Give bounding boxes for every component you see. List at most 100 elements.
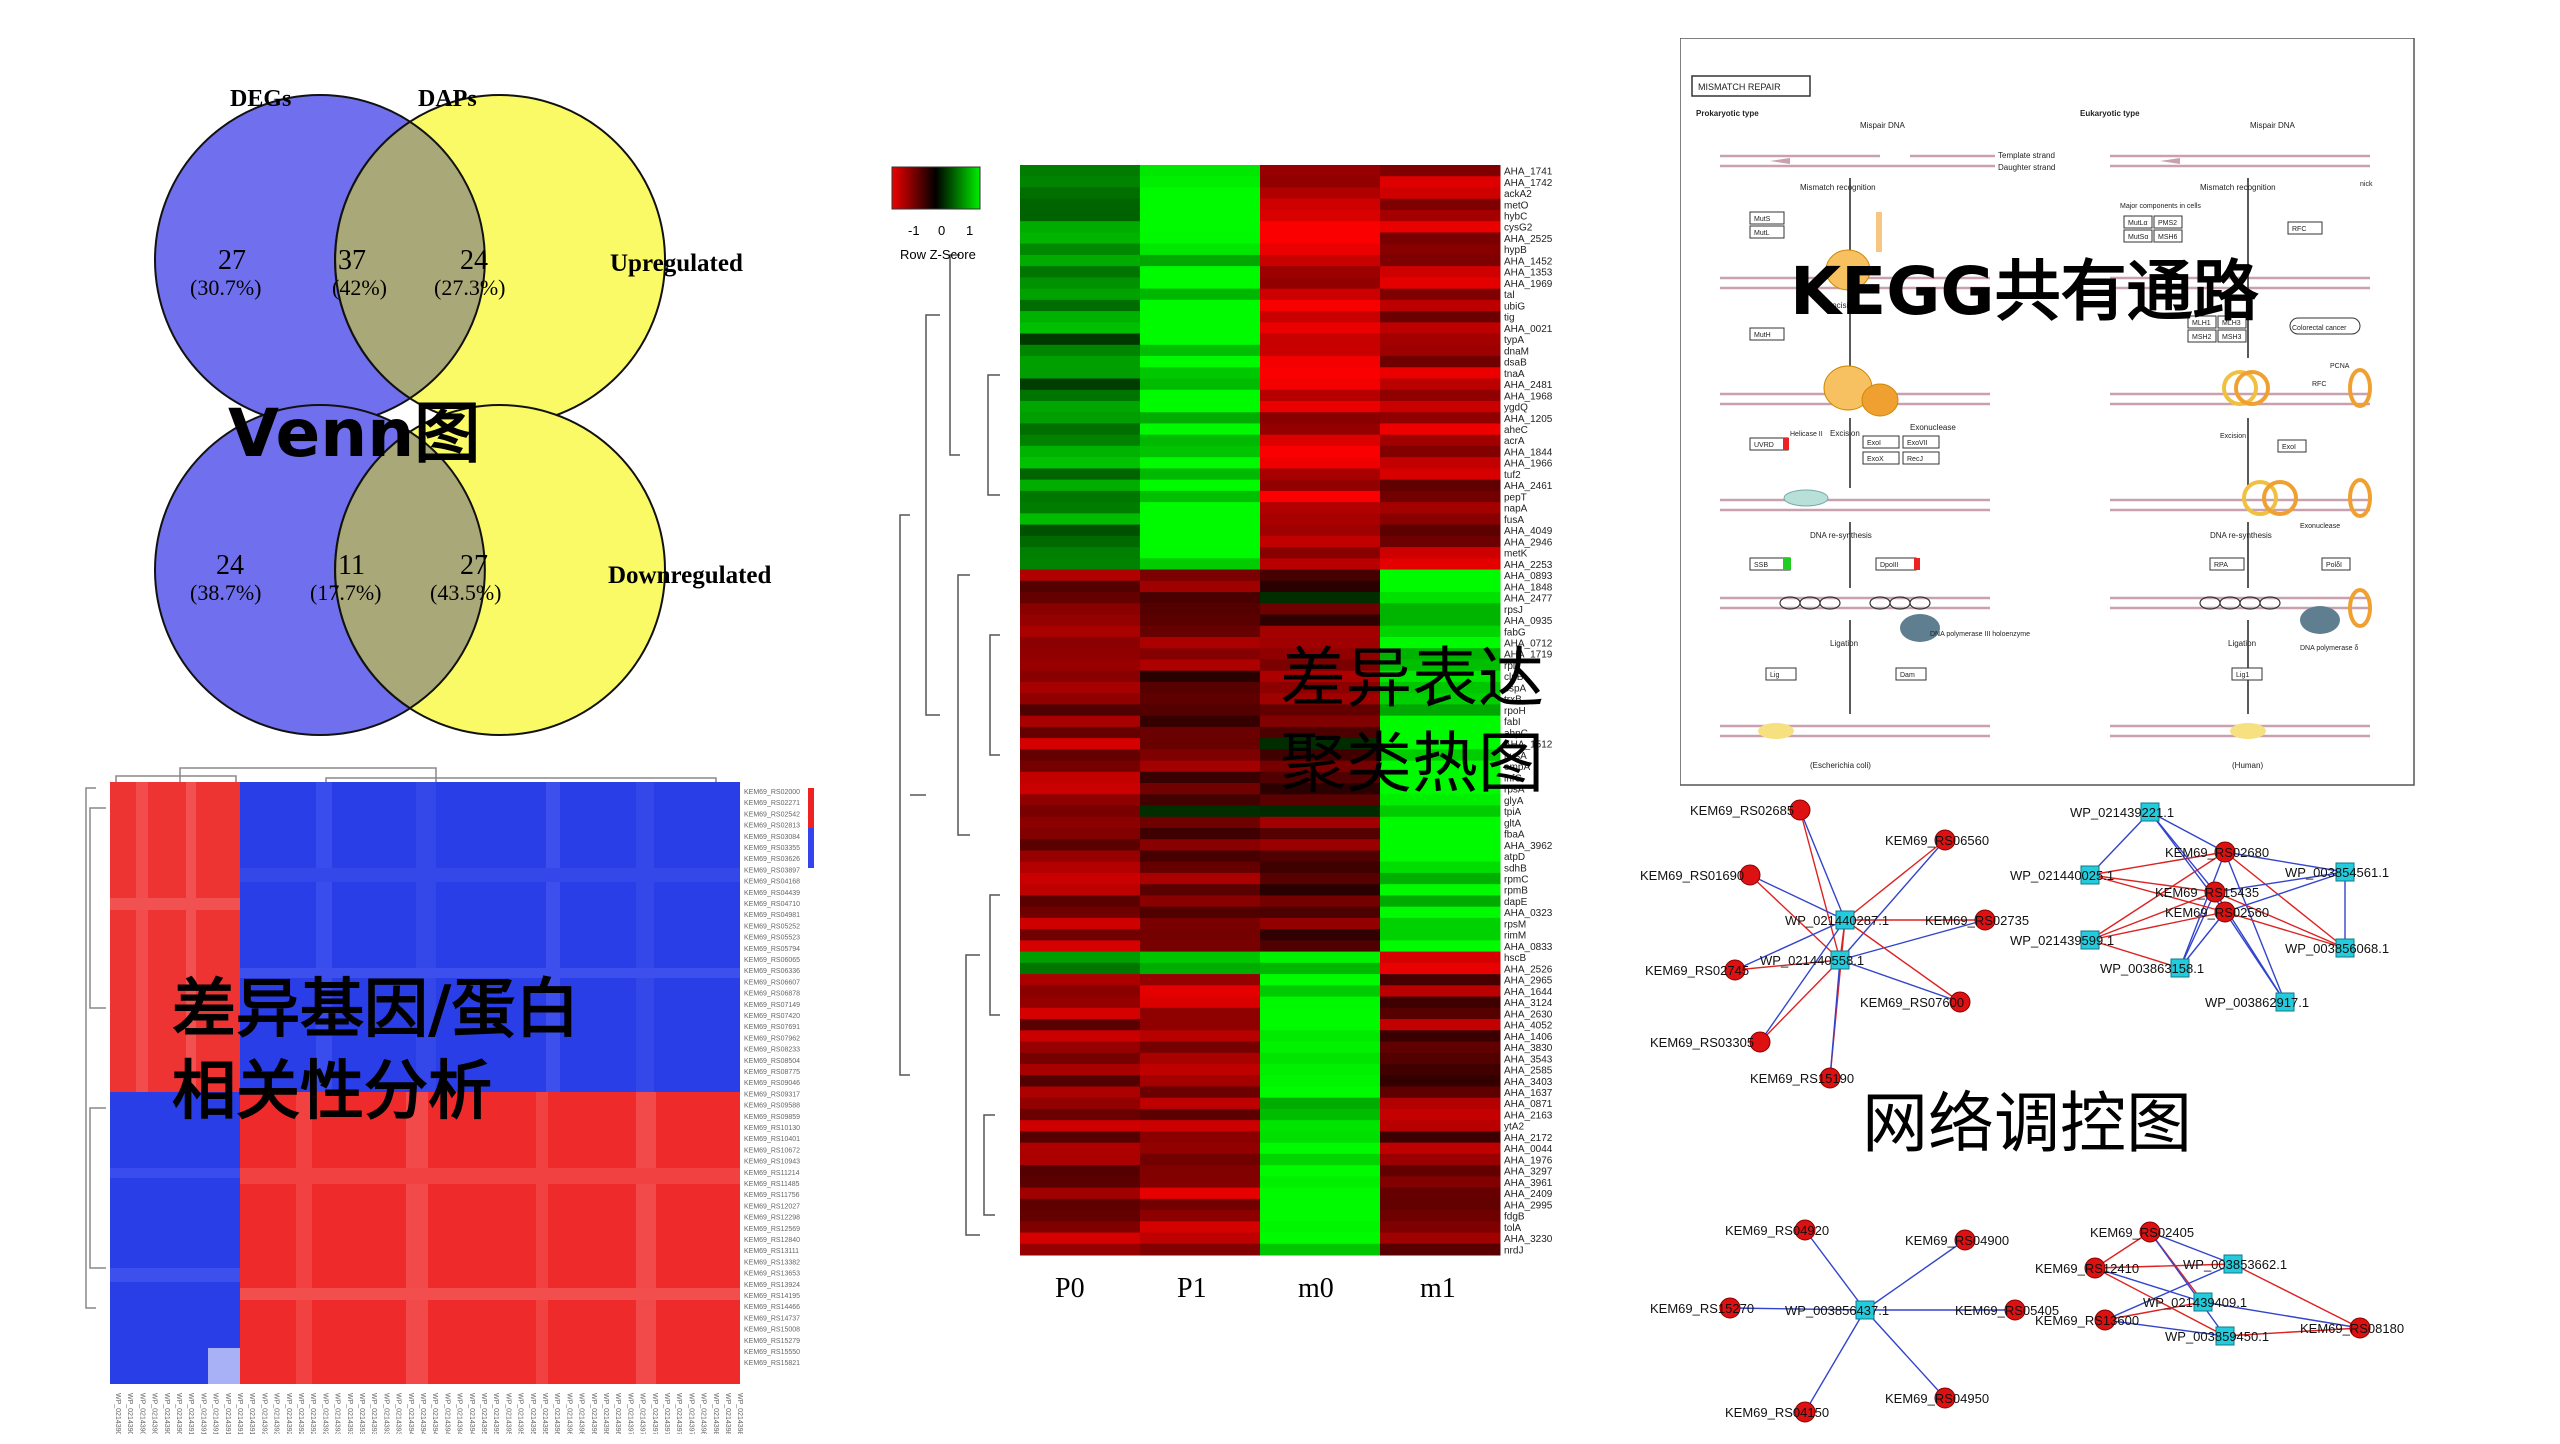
correlation-col-label: WP_021439340 <box>358 1393 365 1434</box>
network-protein-node[interactable] <box>2080 930 2100 950</box>
heatmap-cell <box>1140 299 1261 312</box>
kegg-label: DpoIII <box>1880 562 1899 569</box>
network-gene-node[interactable] <box>2349 1317 2371 1339</box>
network-protein-node[interactable] <box>2140 802 2160 822</box>
network-protein-node[interactable] <box>2275 992 2295 1012</box>
network-gene-node[interactable] <box>2214 901 2236 923</box>
heatmap-row-label: AHA_1976 <box>1504 1155 1553 1166</box>
network-gene-node[interactable] <box>1934 829 1956 851</box>
heatmap-cell <box>1020 1108 1141 1121</box>
network-gene-node[interactable] <box>2139 1221 2161 1243</box>
heatmap-cell <box>1020 681 1141 694</box>
network-gene-node[interactable] <box>1719 1297 1741 1319</box>
heatmap-cell <box>1140 985 1261 998</box>
kegg-label: RFC <box>2292 226 2306 233</box>
network-edge <box>2089 851 2226 941</box>
heatmap-cell <box>1020 884 1141 896</box>
kegg-label: (Human) <box>2232 761 2263 770</box>
correlation-col-label: WP_021439034 <box>138 1393 145 1434</box>
network-protein-node[interactable] <box>2193 1292 2213 1312</box>
heatmap-row-label: ompA <box>1504 762 1530 773</box>
network-gene-node[interactable] <box>1934 1387 1956 1409</box>
correlation-col-label: WP_021439102 <box>187 1393 194 1434</box>
network-gene-node[interactable] <box>1724 959 1746 981</box>
network-gene-label: KEM69_RS15190 <box>1750 1071 1854 1086</box>
network-protein-node[interactable] <box>2170 958 2190 978</box>
heatmap-cell <box>1140 1153 1261 1166</box>
heatmap-row-label: AHA_3297 <box>1504 1167 1553 1178</box>
network-gene-node[interactable] <box>1954 1229 1976 1251</box>
correlation-col-label: WP_021439000 <box>114 1393 121 1434</box>
network-protein-label: WP_021440558.1 <box>1760 953 1864 968</box>
heatmap-cell <box>1020 558 1141 571</box>
correlation-col-label: WP_021439442 <box>431 1393 438 1434</box>
venn-down-b-pct: (43.5%) <box>430 580 502 605</box>
network-protein-node[interactable] <box>2335 938 2355 958</box>
kegg-label: Mispair DNA <box>2250 121 2296 130</box>
heatmap-row-label: AHA_0893 <box>1504 571 1553 582</box>
network-edge <box>2089 891 2216 941</box>
network-protein-node[interactable] <box>1830 950 1850 970</box>
heatmap-row-label: AHA_0021 <box>1504 324 1553 335</box>
network-protein-node[interactable] <box>2080 865 2100 885</box>
network-protein-label: WP_003862917.1 <box>2205 995 2309 1010</box>
heatmap-cell <box>1020 513 1141 526</box>
heatmap-row-label: rpoH <box>1504 706 1526 717</box>
network-protein-node[interactable] <box>2335 862 2355 882</box>
network-gene-node[interactable] <box>2094 1309 2116 1331</box>
heatmap-cell <box>1140 434 1261 447</box>
heatmap-cell <box>1380 985 1501 998</box>
correlation-col-label: WP_021439646 <box>578 1393 585 1434</box>
network-protein-label: WP_021440025.1 <box>2010 868 2114 883</box>
network-gene-label: KEM69_RS01690 <box>1640 868 1744 883</box>
correlation-overlay-line1: 差异基因/蛋白 <box>172 973 580 1047</box>
correlation-row-label: KEM69_RS07149 <box>744 1002 800 1009</box>
heatmap-cell <box>1020 704 1141 717</box>
network-gene-node[interactable] <box>2214 841 2236 863</box>
heatmap-cell <box>1380 232 1501 245</box>
correlation-col-label: WP_021439476 <box>456 1393 463 1434</box>
network-gene-node[interactable] <box>2084 1257 2106 1279</box>
network-protein-node[interactable] <box>1835 910 1855 930</box>
network-gene-node[interactable] <box>1819 1067 1841 1089</box>
heatmap-cell <box>1260 1176 1381 1189</box>
heatmap-cell <box>1260 1007 1381 1020</box>
network-gene-node[interactable] <box>1739 864 1761 886</box>
network-protein-node[interactable] <box>1855 1300 1875 1320</box>
network-gene-node[interactable] <box>1794 1219 1816 1241</box>
heatmap-cell <box>1020 1153 1141 1166</box>
heatmap-cell <box>1020 839 1141 851</box>
correlation-row-label: KEM69_RS06065 <box>744 957 800 964</box>
heatmap-cell <box>1380 221 1501 233</box>
venn-up-a-pct: (30.7%) <box>190 275 262 300</box>
network-gene-node[interactable] <box>1974 909 1996 931</box>
heatmap-cell <box>1260 1198 1381 1211</box>
network-gene-node[interactable] <box>2004 1299 2026 1321</box>
network-gene-node[interactable] <box>1794 1401 1816 1423</box>
network-gene-node[interactable] <box>1749 1031 1771 1053</box>
heatmap-cell <box>1020 1007 1141 1020</box>
venn-set-a-label: DEGs <box>230 86 292 112</box>
correlation-row-label: KEM69_RS03897 <box>744 867 800 874</box>
kegg-label: DNA polymerase δ <box>2300 645 2358 652</box>
kegg-label: ExoVII <box>1907 440 1928 447</box>
network-edge <box>1804 1229 1866 1311</box>
heatmap-cell <box>1380 1187 1501 1200</box>
heatmap-row-label: infC <box>1504 773 1522 784</box>
network-gene-node[interactable] <box>1949 991 1971 1013</box>
heatmap-row-label: AHA_3124 <box>1504 998 1553 1009</box>
network-gene-node[interactable] <box>1789 799 1811 821</box>
heatmap-cell <box>1020 738 1141 750</box>
heatmap-cell <box>1260 940 1381 953</box>
heatmap-row-label: rpmB <box>1504 886 1528 897</box>
network-edge <box>1799 809 1841 961</box>
network-gene-node[interactable] <box>2204 881 2226 903</box>
heatmap-cell <box>1380 457 1501 469</box>
heatmap-cell <box>1380 524 1501 537</box>
heatmap-cell <box>1380 1243 1501 1256</box>
heatmap-cell <box>1260 333 1381 346</box>
network-protein-node[interactable] <box>2215 1326 2235 1346</box>
network-protein-node[interactable] <box>2223 1254 2243 1274</box>
heatmap-cell <box>1380 1007 1501 1020</box>
